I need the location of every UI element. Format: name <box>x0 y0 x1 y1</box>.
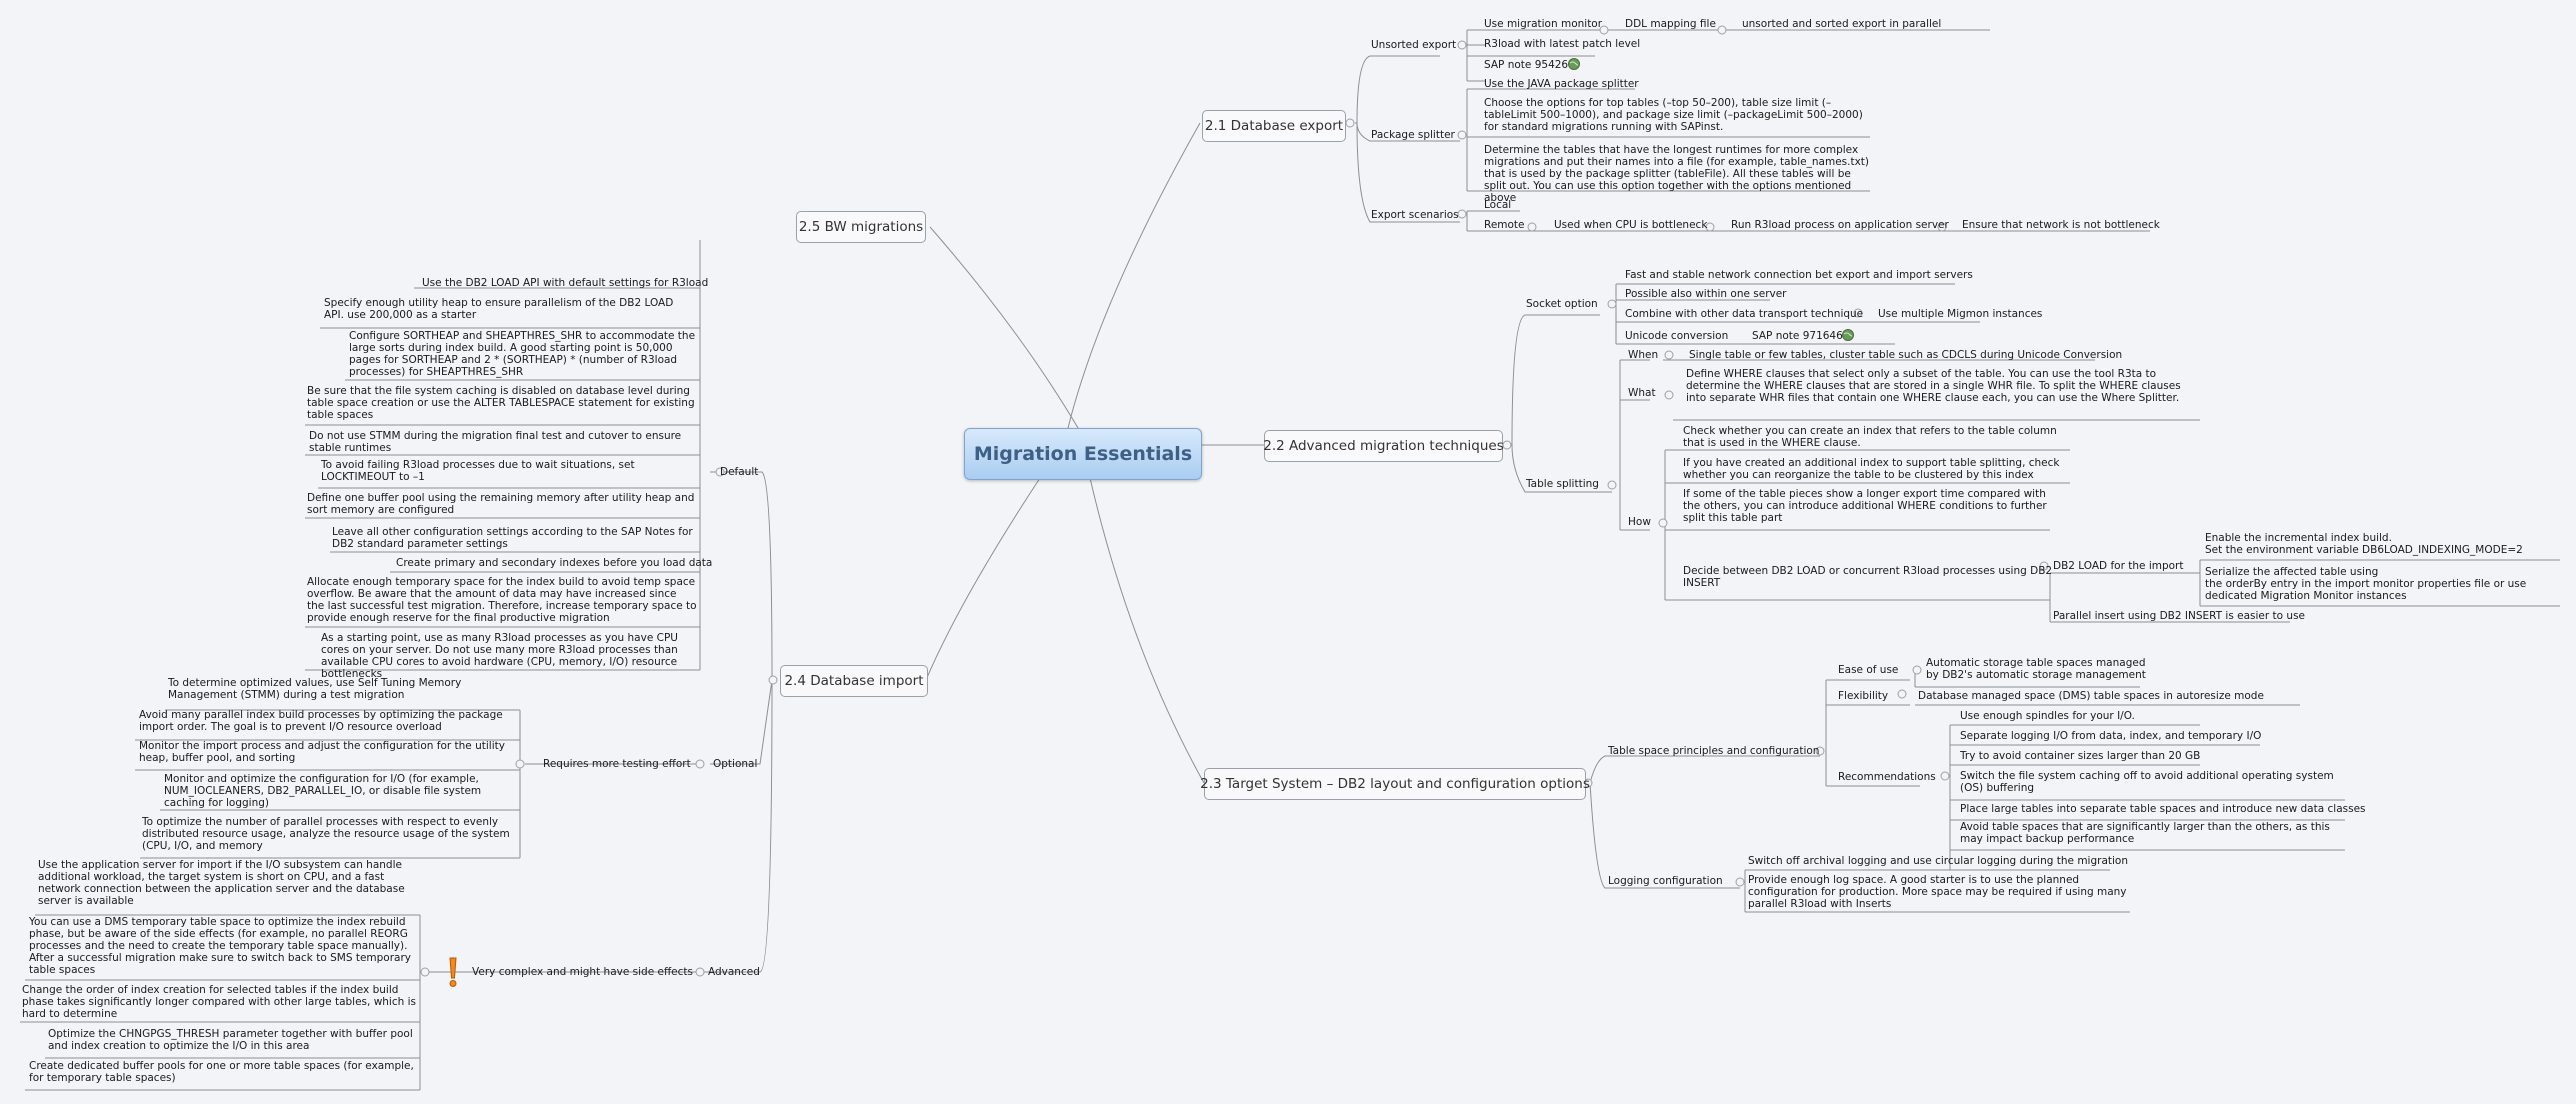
node-local[interactable]: Local <box>1484 199 1512 211</box>
branch-bw-migrations[interactable]: 2.5 BW migrations <box>796 211 926 243</box>
node-o-parallel-index[interactable]: Avoid many parallel index build processe… <box>139 709 503 733</box>
node-cpu-bottleneck[interactable]: Used when CPU is bottleneck <box>1554 219 1708 231</box>
node-ease-of-use[interactable]: Ease of use <box>1838 664 1899 676</box>
node-d-temp-space[interactable]: Allocate enough temporary space for the … <box>307 576 697 624</box>
node-unsorted-parallel[interactable]: unsorted and sorted export in parallel <box>1742 18 1942 30</box>
node-a-dedicated-pools[interactable]: Create dedicated buffer pools for one or… <box>29 1060 414 1084</box>
node-d-buffer-pool[interactable]: Define one buffer pool using the remaini… <box>307 492 695 516</box>
node-a-index-order[interactable]: Change the order of index creation for s… <box>22 984 417 1020</box>
node-o-io-config[interactable]: Monitor and optimize the configuration f… <box>164 773 482 809</box>
node-very-complex[interactable]: Very complex and might have side effects <box>472 966 694 978</box>
node-o-monitor-import[interactable]: Monitor the import process and adjust th… <box>139 740 505 764</box>
branch-database-export[interactable]: 2.1 Database export <box>1202 110 1346 142</box>
node-java-splitter[interactable]: Use the JAVA package splitter <box>1484 78 1639 90</box>
node-a-app-server[interactable]: Use the application server for import if… <box>38 859 405 907</box>
node-o-stmm[interactable]: To determine optimized values, use Self … <box>168 677 462 701</box>
node-ddl-mapping-file[interactable]: DDL mapping file <box>1625 18 1716 30</box>
node-d-r3load-procs[interactable]: As a starting point, use as many R3load … <box>321 632 678 680</box>
node-determine-tables[interactable]: Determine the tables that have the longe… <box>1484 144 1870 204</box>
node-network-not-bottleneck[interactable]: Ensure that network is not bottleneck <box>1962 219 2160 231</box>
node-recommendations[interactable]: Recommendations <box>1838 771 1936 783</box>
node-d-other-config[interactable]: Leave all other configuration settings a… <box>332 526 693 550</box>
node-enable-incremental[interactable]: Enable the incremental index build. Set … <box>2205 532 2523 556</box>
node-logging-config[interactable]: Logging configuration <box>1608 875 1723 887</box>
node-o-parallel-procs[interactable]: To optimize the number of parallel proce… <box>142 816 510 852</box>
node-rec-avoid-large[interactable]: Avoid table spaces that are significantl… <box>1960 821 2330 845</box>
node-dms-autoresize[interactable]: Database managed space (DMS) table space… <box>1918 690 2264 702</box>
node-rec-fs-caching[interactable]: Switch the file system caching off to av… <box>1960 770 2334 794</box>
node-fast-network[interactable]: Fast and stable network connection bet e… <box>1625 269 1973 281</box>
node-rec-large-tables[interactable]: Place large tables into separate table s… <box>1960 803 2366 815</box>
branch-advanced-migration[interactable]: 2.2 Advanced migration techniques <box>1263 430 1504 462</box>
node-a-dms-temp[interactable]: You can use a DMS temporary table space … <box>29 916 411 976</box>
node-how[interactable]: How <box>1628 516 1651 528</box>
node-d-stmm[interactable]: Do not use STMM during the migration fin… <box>309 430 682 454</box>
node-sap-note-954268[interactable]: SAP note 954268 <box>1484 59 1575 71</box>
node-default[interactable]: Default <box>720 466 759 478</box>
branch-target-system[interactable]: 2.3 Target System – DB2 layout and confi… <box>1200 768 1590 800</box>
node-d-fs-caching[interactable]: Be sure that the file system caching is … <box>307 385 695 421</box>
node-export-scenarios[interactable]: Export scenarios <box>1371 209 1459 221</box>
node-tablespace-principles[interactable]: Table space principles and configuration <box>1608 745 1820 757</box>
node-unicode-conversion[interactable]: Unicode conversion <box>1625 330 1729 342</box>
node-d-utility-heap[interactable]: Specify enough utility heap to ensure pa… <box>324 297 674 321</box>
node-sap-note-971646[interactable]: SAP note 971646 <box>1752 330 1843 342</box>
node-table-splitting[interactable]: Table splitting <box>1526 478 1599 490</box>
node-flexibility[interactable]: Flexibility <box>1838 690 1889 702</box>
node-how-longer-export[interactable]: If some of the table pieces show a longe… <box>1683 488 2047 524</box>
node-a-chngpgs[interactable]: Optimize the CHNGPGS_THRESH parameter to… <box>48 1028 413 1052</box>
node-d-locktimeout[interactable]: To avoid failing R3load processes due to… <box>321 459 635 483</box>
node-advanced[interactable]: Advanced <box>708 966 760 978</box>
node-automatic-storage[interactable]: Automatic storage table spaces managed b… <box>1926 657 2146 681</box>
node-when-text[interactable]: Single table or few tables, cluster tabl… <box>1689 349 2123 361</box>
globe-link-icon-2[interactable] <box>1842 329 1854 341</box>
node-log-circular[interactable]: Switch off archival logging and use circ… <box>1748 855 2128 867</box>
node-rec-spindles[interactable]: Use enough spindles for your I/O. <box>1960 710 2135 722</box>
node-unsorted-export[interactable]: Unsorted export <box>1371 39 1457 51</box>
node-serialize-table[interactable]: Serialize the affected table using the o… <box>2205 566 2527 602</box>
node-socket-option[interactable]: Socket option <box>1526 298 1598 310</box>
node-more-testing[interactable]: Requires more testing effort <box>543 758 691 770</box>
node-run-r3load-app[interactable]: Run R3load process on application server <box>1731 219 1949 231</box>
node-how-decide[interactable]: Decide between DB2 LOAD or concurrent R3… <box>1683 565 2053 589</box>
node-parallel-insert[interactable]: Parallel insert using DB2 INSERT is easi… <box>2053 610 2305 622</box>
node-possible-one-server[interactable]: Possible also within one server <box>1625 288 1787 300</box>
globe-link-icon[interactable] <box>1568 58 1580 70</box>
node-how-check-index[interactable]: Check whether you can create an index th… <box>1683 425 2057 449</box>
node-d-sortheap[interactable]: Configure SORTHEAP and SHEAPTHRES_SHR to… <box>349 330 696 378</box>
node-how-additional-index[interactable]: If you have created an additional index … <box>1683 457 2060 481</box>
node-log-space[interactable]: Provide enough log space. A good starter… <box>1748 874 2127 910</box>
node-use-migration-monitor[interactable]: Use migration monitor <box>1484 18 1603 30</box>
node-r3load-patch[interactable]: R3load with latest patch level <box>1484 38 1641 50</box>
central-topic[interactable]: Migration Essentials <box>964 428 1202 480</box>
node-remote[interactable]: Remote <box>1484 219 1525 231</box>
node-rec-container-sizes[interactable]: Try to avoid container sizes larger than… <box>1960 750 2201 762</box>
node-d-load-api[interactable]: Use the DB2 LOAD API with default settin… <box>422 277 709 289</box>
node-db2-load-import[interactable]: DB2 LOAD for the import <box>2053 560 2184 572</box>
node-d-primary-indexes[interactable]: Create primary and secondary indexes bef… <box>396 557 713 569</box>
node-what[interactable]: What <box>1628 387 1656 399</box>
node-combine-transport[interactable]: Combine with other data transport techni… <box>1625 308 1864 320</box>
branch-database-import[interactable]: 2.4 Database import <box>780 665 928 697</box>
node-rec-separate-logging[interactable]: Separate logging I/O from data, index, a… <box>1960 730 2262 742</box>
warning-exclamation-icon <box>449 957 457 987</box>
node-choose-options[interactable]: Choose the options for top tables (–top … <box>1484 97 1863 133</box>
node-optional[interactable]: Optional <box>713 758 758 770</box>
node-when[interactable]: When <box>1628 349 1659 361</box>
node-what-text[interactable]: Define WHERE clauses that select only a … <box>1686 368 2181 404</box>
node-package-splitter[interactable]: Package splitter <box>1371 129 1455 141</box>
node-multiple-migmon[interactable]: Use multiple Migmon instances <box>1878 308 2043 320</box>
